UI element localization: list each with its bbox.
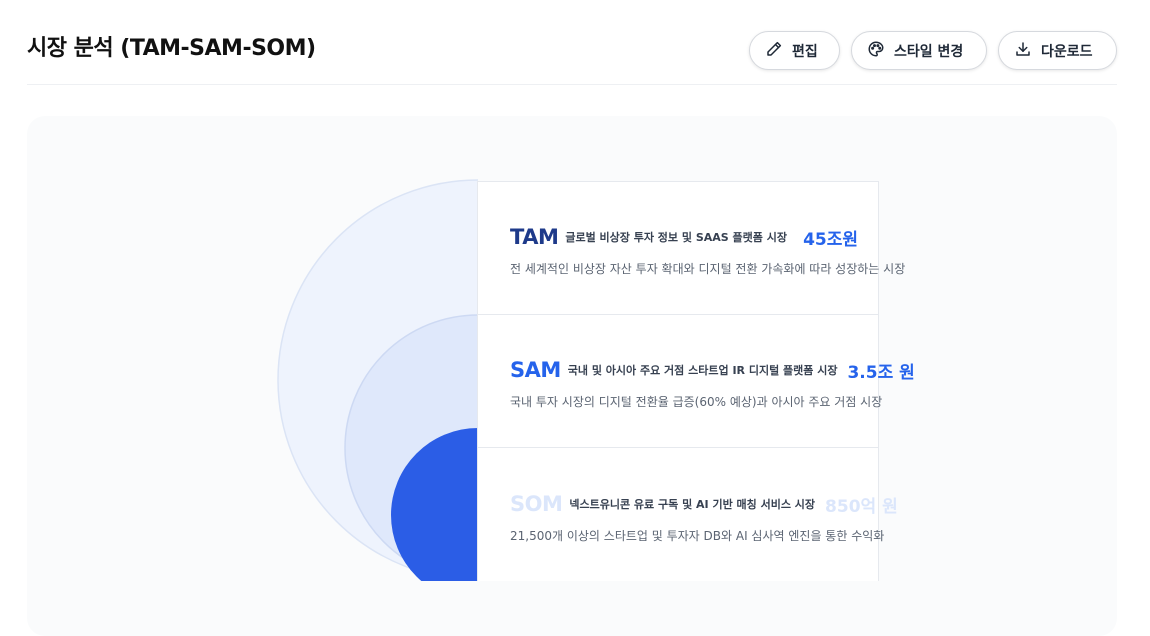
market-analysis-page: 시장 분석 (TAM-SAM-SOM) 편집 스타일 변 [27, 31, 1117, 582]
sam-description: 국내 투자 시장의 디지털 전환율 급증(60% 예상)과 아시아 주요 거점 … [510, 395, 883, 409]
sam-row: SAM 국내 및 아시아 주요 거점 스타트업 IR 디지털 플랫폼 시장 3.… [478, 315, 915, 448]
page-title: 시장 분석 (TAM-SAM-SOM) [27, 36, 316, 61]
download-icon [1014, 40, 1032, 62]
edit-button-label: 편집 [792, 43, 818, 60]
som-label: SOM [510, 492, 563, 516]
change-style-button[interactable]: 스타일 변경 [851, 31, 987, 70]
sam-value: 3.5조 원 [847, 362, 915, 383]
sam-label: SAM [510, 358, 561, 382]
tam-description: 전 세계적인 비상장 자산 투자 확대와 디지털 전환 가속화에 따라 성장하는… [510, 262, 906, 276]
header-divider [27, 84, 1117, 85]
download-button-label: 다운로드 [1041, 43, 1093, 60]
pencil-icon [765, 40, 783, 62]
tam-row: TAM 글로벌 비상장 투자 정보 및 SAAS 플랫폼 시장 45조원 전 세… [478, 182, 906, 315]
som-row: SOM 넥스트유니콘 유료 구독 및 AI 기반 매칭 서비스 시장 850억 … [478, 449, 898, 582]
tam-subtitle: 글로벌 비상장 투자 정보 및 SAAS 플랫폼 시장 [565, 231, 787, 244]
download-button[interactable]: 다운로드 [998, 31, 1117, 70]
som-value: 850억 원 [825, 496, 898, 517]
toolbar: 편집 스타일 변경 다운로드 [749, 31, 1117, 70]
tam-label: TAM [510, 225, 559, 249]
tam-value: 45조원 [803, 229, 858, 250]
som-subtitle: 넥스트유니콘 유료 구독 및 AI 기반 매칭 서비스 시장 [569, 498, 816, 511]
sam-subtitle: 국내 및 아시아 주요 거점 스타트업 IR 디지털 플랫폼 시장 [567, 364, 838, 377]
palette-icon [867, 40, 885, 62]
market-rows: TAM 글로벌 비상장 투자 정보 및 SAAS 플랫폼 시장 45조원 전 세… [477, 181, 915, 582]
edit-button[interactable]: 편집 [749, 31, 840, 70]
change-style-button-label: 스타일 변경 [894, 43, 964, 60]
som-description: 21,500개 이상의 스타트업 및 투자자 DB와 AI 심사역 엔진을 통한… [510, 529, 885, 543]
